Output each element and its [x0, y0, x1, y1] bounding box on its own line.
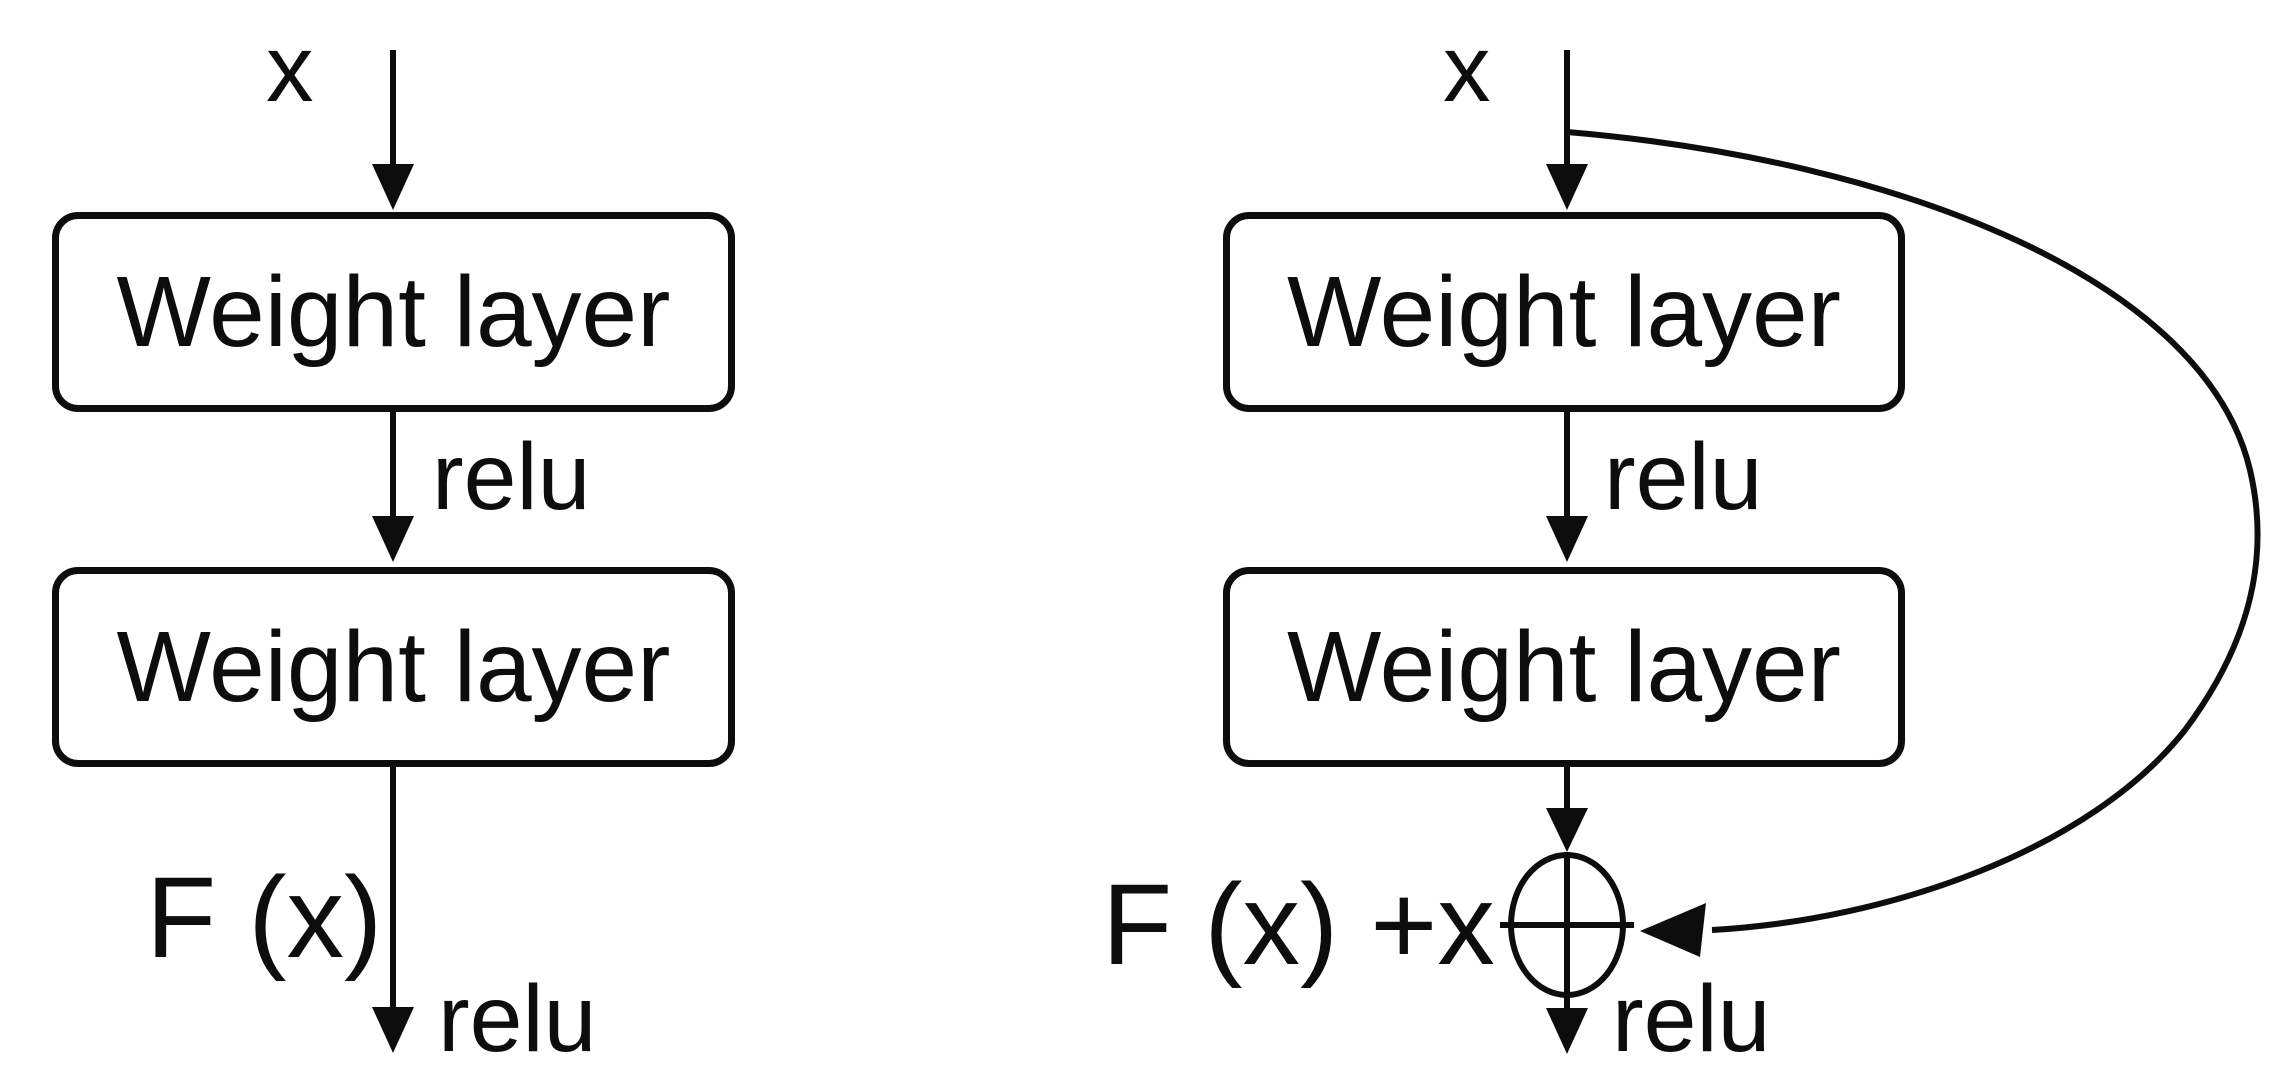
left-plain-connectors: [372, 50, 414, 1053]
left-relu-mid-label: relu: [432, 424, 591, 530]
left-relu-out-label: relu: [438, 966, 597, 1072]
right-input-label: x: [1443, 16, 1491, 122]
arrowhead-down-icon: [1546, 164, 1588, 210]
right-residual-connectors: [1500, 50, 2261, 1054]
arrowhead-down-icon: [372, 516, 414, 562]
left-weight-layer-1-box: Weight layer: [52, 212, 735, 412]
arrowhead-down-icon: [1546, 808, 1588, 852]
right-weight-layer-1-label: Weight layer: [1287, 256, 1841, 368]
left-weight-layer-1-label: Weight layer: [116, 256, 671, 368]
arrowhead-down-icon: [1546, 516, 1588, 562]
arrowhead-left-icon: [1640, 903, 1706, 957]
right-weight-layer-2-box: Weight layer: [1223, 567, 1905, 767]
arrowhead-down-icon: [372, 1007, 414, 1053]
left-weight-layer-2-box: Weight layer: [52, 567, 735, 767]
skip-connection-curve: [1566, 129, 2261, 933]
left-output-function-label: F (x): [146, 854, 383, 982]
arrowhead-down-icon: [372, 164, 414, 210]
left-weight-layer-2-label: Weight layer: [116, 611, 671, 723]
left-input-label: x: [266, 16, 314, 122]
right-relu-mid-label: relu: [1604, 424, 1763, 530]
right-weight-layer-1-box: Weight layer: [1223, 212, 1905, 412]
right-relu-out-label: relu: [1612, 966, 1771, 1072]
right-sum-label: F (x) +x: [1102, 861, 1495, 989]
right-weight-layer-2-label: Weight layer: [1287, 611, 1841, 723]
arrowhead-down-icon: [1546, 1008, 1588, 1054]
